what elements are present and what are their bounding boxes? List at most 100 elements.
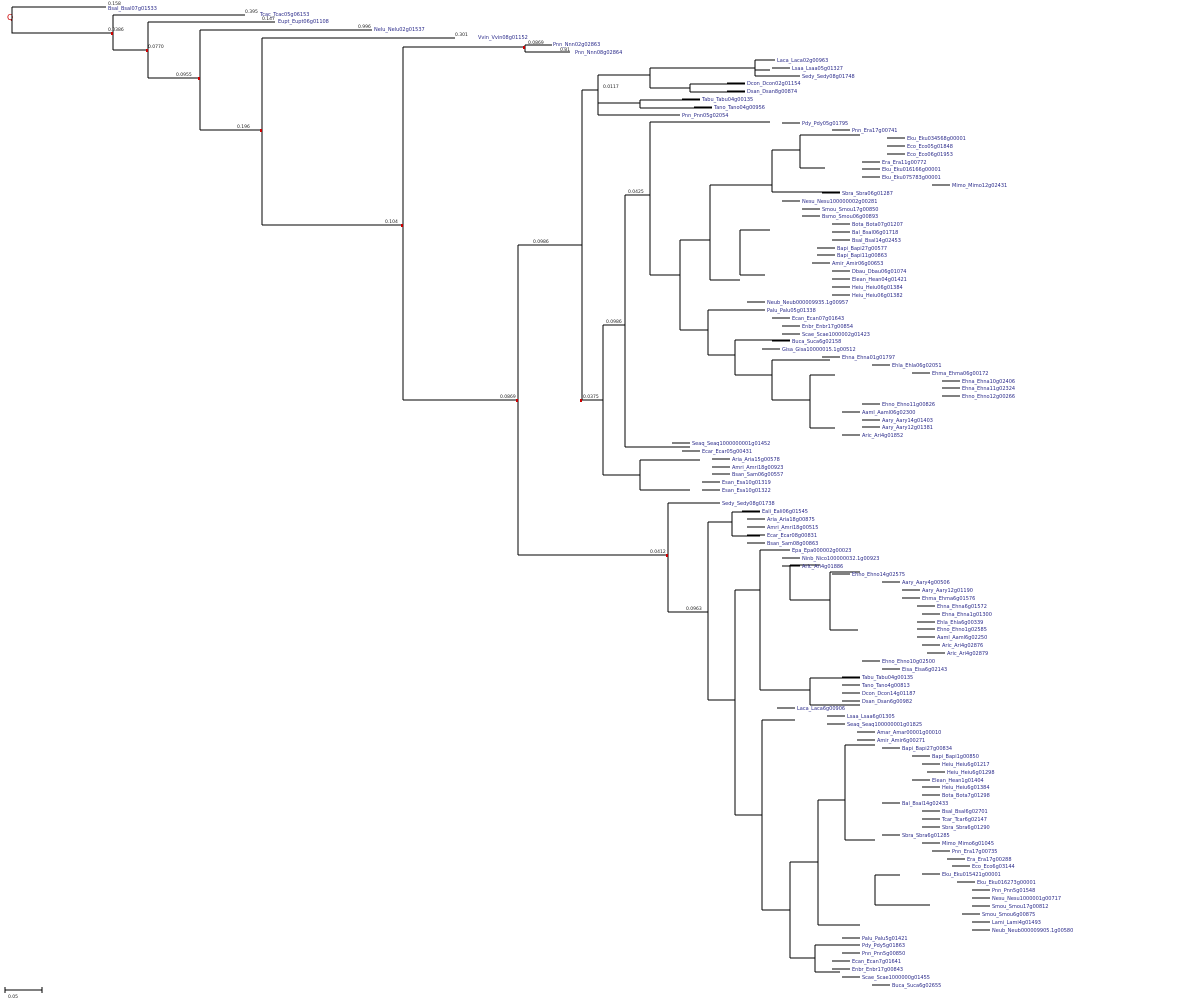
leaf-label: Aary_Aary12g01381 — [882, 425, 933, 431]
leaf-label: Neub_Neub000009905.1g00580 — [992, 928, 1073, 934]
leaf-label: Heiu_Heiu6g01384 — [942, 785, 990, 791]
leaf-label: Ehma_Ehma06g00172 — [932, 371, 988, 377]
leaf-label: Aaml_Aaml06g02300 — [862, 410, 915, 416]
leaf-label: Dcon_Dcon02g01154 — [747, 81, 801, 87]
leaf-label: Aric_Ari4g02879 — [947, 651, 988, 657]
leaf-label: Seaq_Seaq1000000001g01452 — [692, 441, 770, 447]
leaf-label: Tano_Tano04g00956 — [713, 105, 765, 111]
svg-text:0.0412: 0.0412 — [650, 549, 666, 555]
leaf-label: Bsmo_Smou06g00893 — [822, 214, 878, 220]
leaf-label: Laca_Laca6g00906 — [797, 706, 845, 712]
leaf-label: Bsal_Bsal6g02701 — [942, 809, 988, 815]
leaf-label: Bapi_Bapi11g00863 — [837, 253, 887, 259]
leaf-label: Ecar_Ecar08g00831 — [767, 533, 817, 539]
leaf-label: Scae_Scae1000000g01455 — [862, 975, 930, 981]
svg-text:0.0869: 0.0869 — [528, 40, 544, 46]
leaf-label: Era_Era17g00288 — [967, 857, 1012, 863]
svg-text:0.81: 0.81 — [560, 47, 570, 53]
leaf-label: Pdy_Pdy05g01795 — [802, 121, 848, 127]
leaf-label: Ehna_Ehna01g01797 — [842, 355, 895, 361]
backbone-branches — [11, 6, 668, 556]
leaf-label: Esan_Esa10g01322 — [722, 488, 771, 494]
leaf-label: Epa_Epa000002g00023 — [792, 548, 851, 554]
svg-text:0.0375: 0.0375 — [583, 394, 599, 400]
leaf-label: Tano_Tano4g00813 — [861, 683, 910, 689]
svg-text:Vvin_Vvin08g01152: Vvin_Vvin08g01152 — [478, 35, 528, 41]
svg-text:0.0770: 0.0770 — [148, 44, 164, 50]
leaf-label: Lami_Lami4g01493 — [992, 920, 1041, 926]
svg-text:0.0869: 0.0869 — [500, 394, 516, 400]
svg-text:Tcac_Tcac05g06153: Tcac_Tcac05g06153 — [259, 12, 309, 18]
leaf-label: Heiu_Heiu06g01384 — [852, 285, 903, 291]
root-label: Q — [7, 13, 13, 22]
leaf-label: Aric_Ari4g01852 — [862, 433, 903, 439]
svg-text:0.0117: 0.0117 — [603, 84, 619, 90]
leaf-label: Dsan_Dsan6g00982 — [862, 699, 912, 705]
leaf-label: Dbau_Dbau06g01074 — [852, 269, 906, 275]
leaf-label: Elean_Hean04g01421 — [852, 277, 907, 283]
leaf-label: Heiu_Heiu6g01217 — [942, 762, 990, 768]
leaf-label: Aria_Aria15g00578 — [732, 457, 780, 463]
leaf-label: Eco_Eco6g03144 — [972, 864, 1015, 870]
leaf-label: Ehno_Ehno12g00266 — [962, 394, 1015, 400]
leaf-label: Aria_Aria18g00875 — [767, 517, 815, 523]
leaf-label: Aaml_Aaml6g02250 — [937, 635, 987, 641]
svg-text:Eupt_Eupt06g01108: Eupt_Eupt06g01108 — [278, 19, 329, 25]
leaf-label: Sedy_Sedy08g01738 — [722, 501, 775, 507]
leaf-label: Eali_Eali06g01545 — [762, 509, 808, 515]
leaf-label: Ninb_Nico100000032.1g00923 — [802, 556, 879, 562]
leaf-label: Eku_Eku016273g00001 — [977, 880, 1036, 886]
leaf-label: Buca_Suca6g02655 — [892, 983, 941, 989]
leaf-label: Buca_Suca6g02158 — [792, 339, 841, 345]
upper-clade-branches — [581, 59, 860, 491]
leaf-label: Mimo_Mimo12g02431 — [952, 183, 1007, 189]
upper-leaves: Laca_Laca02g00963Lsaa_Lsaa05g01327Sedy_S… — [662, 58, 1015, 494]
leaf-label: Enbr_Enbr17g00854 — [802, 324, 853, 330]
leaf-label: Palu_Palu5g01421 — [862, 936, 908, 942]
svg-text:0.395: 0.395 — [245, 9, 258, 15]
leaf-label: Amri_Amri18g00923 — [732, 465, 783, 471]
leaf-label: Eisa_Eisa6g02143 — [902, 667, 947, 673]
svg-text:Pnn_Nnn08g02864: Pnn_Nnn08g02864 — [575, 50, 622, 56]
leaf-label: Bapi_Bapi1g00850 — [932, 754, 979, 760]
leaf-label: Pdy_Pdy5g01863 — [862, 943, 905, 949]
leaf-label: Era_Era11g00772 — [882, 160, 927, 166]
leaf-label: Sedy_Sedy08g01748 — [802, 74, 855, 80]
leaf-label: Eku_Eku075783g00001 — [882, 175, 941, 181]
leaf-label: Amar_Amar00001g00010 — [877, 730, 941, 736]
leaf-label: Sbra_Sbra6g01290 — [942, 825, 990, 831]
leaf-label: Eco_Eco05g01848 — [907, 144, 953, 150]
svg-text:Pnn_Nnn02g02863: Pnn_Nnn02g02863 — [553, 42, 600, 48]
leaf-label: Scae_Scae1000002g01423 — [802, 332, 870, 338]
leaf-label: Smou_Smou17g00850 — [822, 207, 879, 213]
svg-text:0.0386: 0.0386 — [108, 27, 124, 33]
leaf-label: Amir_Amir06g00653 — [832, 261, 883, 267]
leaf-label: Bsan_Sam06g00557 — [732, 472, 783, 478]
leaf-label: Eku_Eku034568g00001 — [907, 136, 966, 142]
leaf-label: Bsal_Bsal14g02453 — [852, 238, 901, 244]
leaf-label: Esan_Esa10g01319 — [722, 480, 771, 486]
node-markers — [111, 32, 668, 557]
lower-clade-branches — [667, 502, 930, 973]
svg-text:Nelu_Nelu02g01537: Nelu_Nelu02g01537 — [374, 27, 425, 33]
svg-text:0.104: 0.104 — [385, 219, 398, 225]
svg-text:0.0986: 0.0986 — [533, 239, 549, 245]
leaf-label: Bal_Bsal14g02433 — [902, 801, 948, 807]
svg-text:0.301: 0.301 — [455, 32, 468, 38]
leaf-label: Amri_Amri18g00515 — [767, 525, 818, 531]
scale-label: 0.05 — [8, 994, 18, 1000]
leaf-label: Ehno_Ehno10g02500 — [882, 659, 935, 665]
leaf-label: Aary_Aary14g01403 — [882, 418, 933, 424]
leaf-label: Palu_Palu05g01338 — [767, 308, 816, 314]
support-values: 0.0386 0.0770 0.0955 0.196 0.104 0.0869 … — [108, 27, 702, 612]
leaf-label: Pnn_Era17g00741 — [852, 128, 898, 134]
leaf-label: Bapi_Bapi27g00834 — [902, 746, 952, 752]
leaf-label: Bal_Bsal06g01718 — [852, 230, 898, 236]
leaf-label: Bsan_Sam08g00863 — [767, 541, 818, 547]
scale-bar: 0.05 — [4, 987, 43, 1000]
leaf-label: Ehno_Ehno14g02575 — [852, 572, 905, 578]
leaf-label: Heiu_Heiu06g01382 — [852, 293, 903, 299]
leaf-label: Ecar_Ecar05g00431 — [702, 449, 752, 455]
leaf-label: Ecan_Ecan07g01643 — [792, 316, 844, 322]
